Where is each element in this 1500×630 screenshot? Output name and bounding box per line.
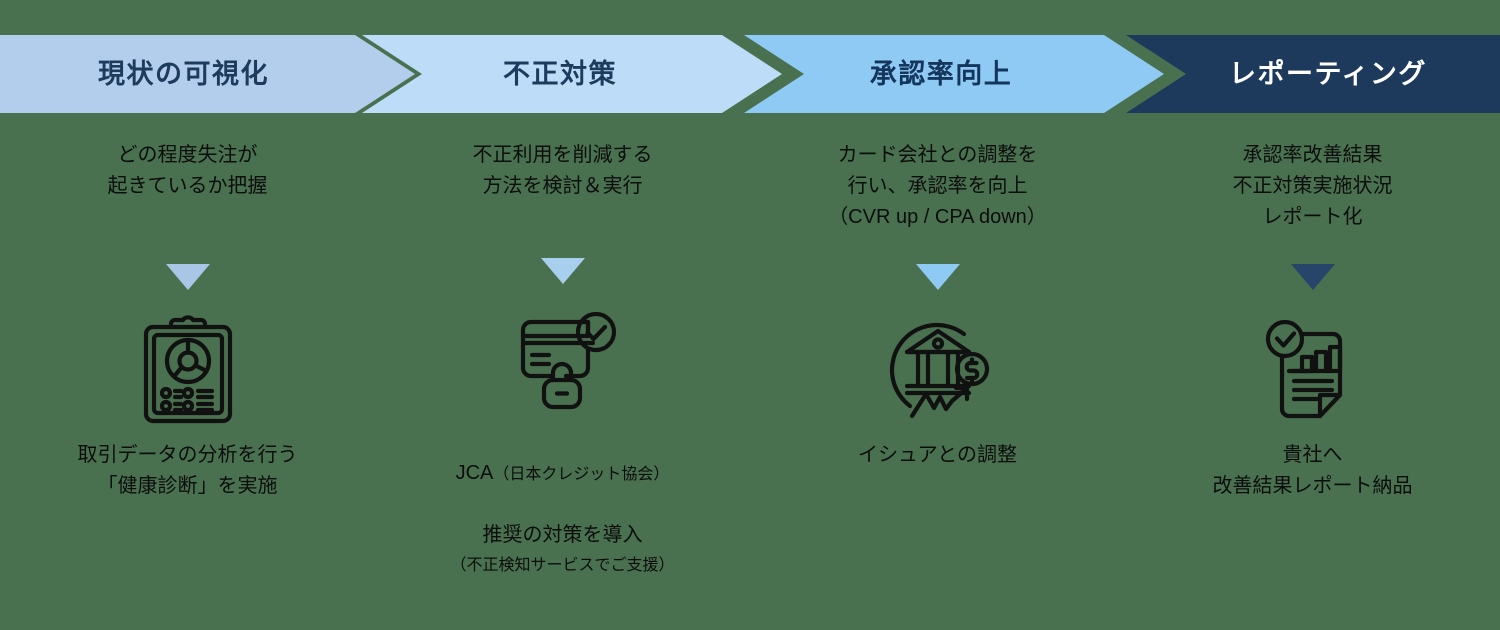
process-step-banner: 現状の可視化 不正対策 承認率向上 レポーティング: [0, 35, 1500, 113]
down-arrow: [540, 243, 585, 298]
step-label: 不正対策: [503, 58, 617, 89]
down-arrow: [915, 248, 960, 306]
column-description: 不正利用を削減する 方法を検討＆実行: [472, 144, 653, 198]
down-arrow-triangle: [165, 264, 210, 290]
step-chevron-genjo-no-kashika[interactable]: 現状の可視化: [0, 35, 415, 113]
clipboard-chart-icon: [134, 306, 242, 434]
down-arrow: [1290, 248, 1335, 306]
down-arrow: [165, 248, 210, 306]
caption-line-main: 推奨の対策を導入: [482, 524, 643, 547]
caption-line-jca-note: （日本クレジット協会）: [493, 465, 670, 483]
step-label: 現状の可視化: [98, 58, 269, 89]
step-chevron-shoninritsu-kojo[interactable]: 承認率向上: [744, 35, 1164, 113]
caption-note: （不正検知サービスでご支援）: [450, 557, 675, 575]
down-arrow-triangle: [540, 257, 585, 284]
bank-growth-dollar-icon: [880, 306, 996, 434]
caption-line-jca: JCA: [455, 461, 494, 484]
column-description: どの程度失注が 起きているか把握: [107, 144, 268, 198]
report-chart-check-icon: [1258, 306, 1368, 434]
column-reporting: 承認率改善結果 不正対策実施状況 レポート化 貴社へ 改善結果レポート: [1125, 140, 1500, 610]
column-description: カード会社との調整を 行い、承認率を向上 （CVR up / CPA down）: [828, 144, 1047, 229]
process-columns: どの程度失注が 起きているか把握: [0, 140, 1500, 610]
credit-card-lock-check-icon: [505, 298, 621, 420]
column-description: 承認率改善結果 不正対策実施状況 レポート化: [1232, 144, 1393, 229]
column-caption: 取引データの分析を行う 「健康診断」を実施: [77, 444, 298, 498]
step-label: 承認率向上: [869, 58, 1013, 89]
step-chevron-fusei-taisaku[interactable]: 不正対策: [362, 35, 782, 113]
down-arrow-triangle: [915, 264, 960, 290]
column-caption: イシュアとの調整: [858, 444, 1017, 466]
column-genjo-no-kashika: どの程度失注が 起きているか把握: [0, 140, 375, 610]
column-caption: JCA（日本クレジット協会） 推奨の対策を導入 （不正検知サービスでご支援）: [450, 426, 674, 610]
column-shoninritsu-kojo: カード会社との調整を 行い、承認率を向上 （CVR up / CPA down）…: [750, 140, 1125, 610]
step-label: レポーティング: [1229, 58, 1427, 89]
down-arrow-triangle: [1290, 264, 1335, 290]
step-chevron-reporting[interactable]: レポーティング: [1126, 35, 1500, 113]
column-caption: 貴社へ 改善結果レポート納品: [1212, 444, 1413, 498]
column-fusei-taisaku: 不正利用を削減する 方法を検討＆実行 JCA（日本クレジット協会）: [375, 140, 750, 610]
